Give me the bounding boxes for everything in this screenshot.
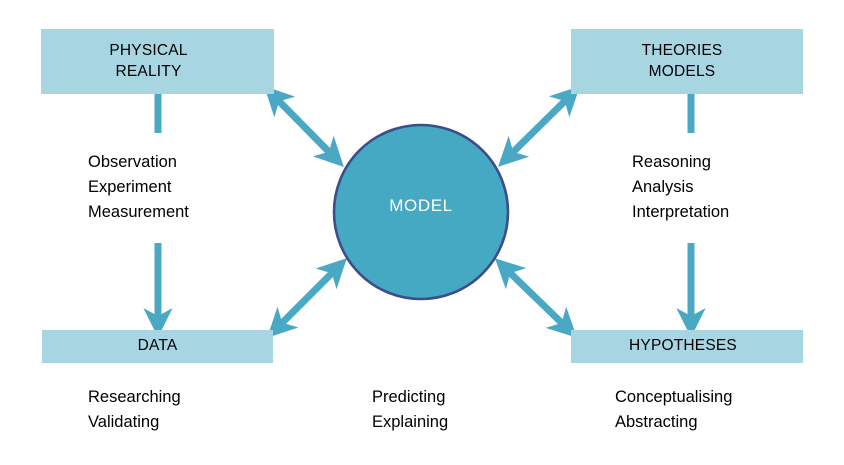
connector-model-to-hypotheses [494,258,578,338]
node-theories-models[interactable]: THEORIES MODELS [571,29,803,94]
model-circle-label: MODEL [389,196,453,215]
node-theories-models-label: THEORIES MODELS [641,42,723,80]
caption-observation: Observation Experiment Measurement [88,153,189,222]
node-hypotheses[interactable]: HYPOTHESES [571,330,803,363]
caption-researching: Researching Validating [88,388,181,432]
model-circle[interactable] [332,123,510,301]
node-data-label: DATA [137,337,178,355]
node-physical-reality[interactable]: PHYSICAL REALITY [41,29,274,94]
node-physical-reality-label: PHYSICAL REALITY [109,42,188,80]
caption-conceptualising: Conceptualising Abstracting [615,388,733,432]
caption-predicting: Predicting Explaining [372,388,449,432]
connector-model-to-data [267,258,347,338]
connector-model-to-physical-reality [264,86,344,167]
node-data[interactable]: DATA [42,330,273,363]
connector-model-to-theories-models [498,86,580,167]
caption-reasoning: Reasoning Analysis Interpretation [632,153,730,222]
node-hypotheses-label: HYPOTHESES [629,337,737,355]
